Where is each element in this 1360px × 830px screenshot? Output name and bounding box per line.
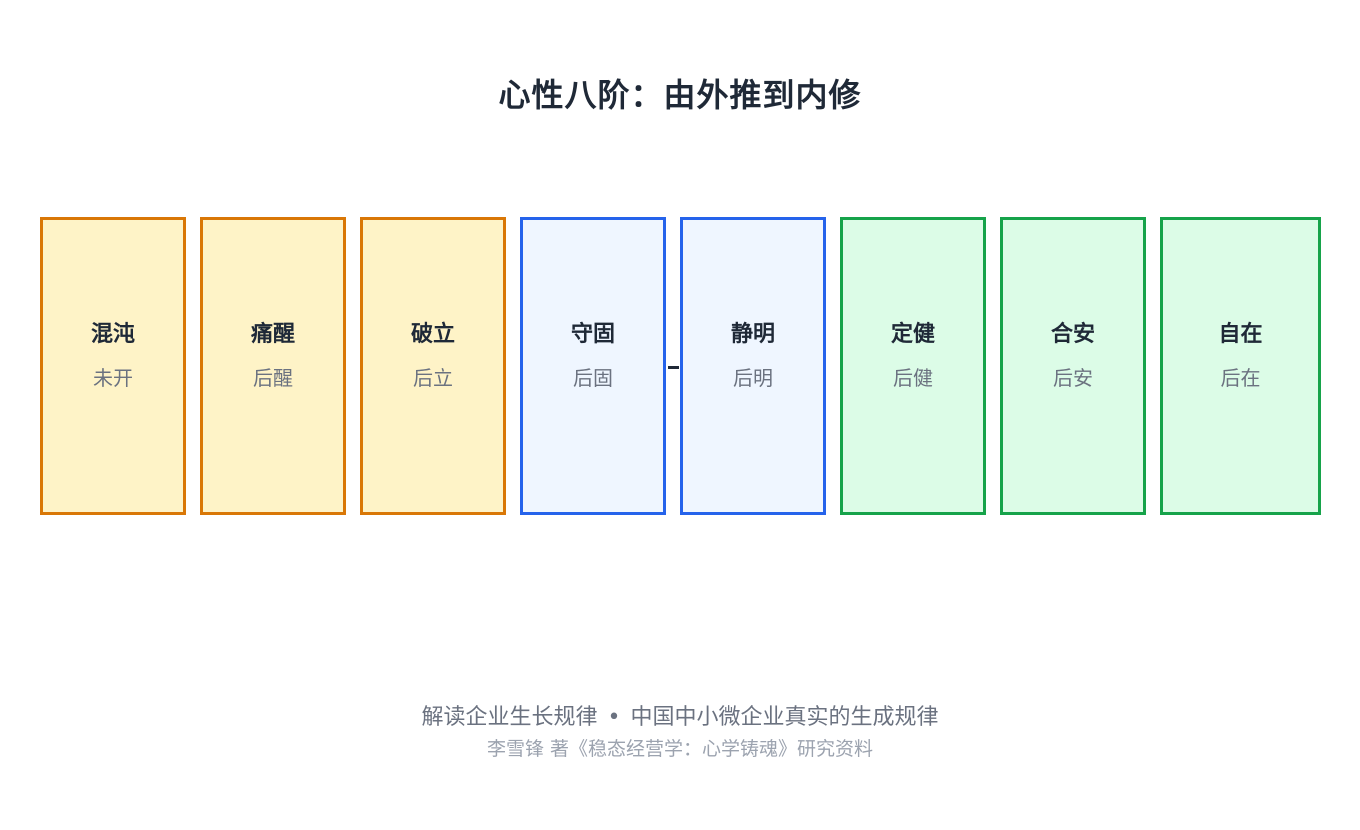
footer-tagline-left: 解读企业生长规律 [421, 705, 598, 730]
stage-box-6: 定健 后健 [840, 217, 986, 515]
stage-box-4: 守固 后固 [520, 217, 666, 515]
stage-subtitle: 后明 [733, 366, 773, 390]
stage-name: 定健 [890, 322, 935, 347]
stage-name: 静明 [730, 322, 775, 347]
stage-name: 破立 [410, 322, 455, 347]
stage-name: 自在 [1218, 322, 1263, 347]
footer-credit: 李雪锋 著《稳态经营学：心学铸魂》研究资料 [486, 738, 874, 760]
stage-name: 混沌 [90, 322, 135, 347]
stage-box-7: 合安 后安 [1000, 217, 1146, 515]
stage-box-8: 自在 后在 [1160, 217, 1321, 515]
stage-subtitle: 后安 [1053, 366, 1093, 390]
stage-box-2: 痛醒 后醒 [200, 217, 346, 515]
stage-name: 守固 [570, 322, 615, 347]
stage-subtitle: 后醒 [253, 366, 293, 390]
connector-line [668, 366, 679, 369]
separator-dot: • [607, 705, 621, 730]
stage-box-3: 破立 后立 [360, 217, 506, 515]
stage-subtitle: 后立 [413, 366, 453, 390]
diagram-title: 心性八阶：由外推到内修 [498, 76, 862, 114]
stage-subtitle: 后健 [893, 366, 933, 390]
footer-tagline: 解读企业生长规律 • 中国中小微企业真实的生成规律 [0, 699, 1360, 731]
stage-subtitle: 未开 [93, 366, 133, 390]
stage-subtitle: 后在 [1220, 366, 1261, 390]
stage-subtitle: 后固 [573, 366, 613, 390]
stage-name: 痛醒 [250, 322, 295, 347]
footer-tagline-right: 中国中小微企业真实的生成规律 [630, 705, 939, 730]
stage-box-1: 混沌 未开 [40, 217, 186, 515]
stage-name: 合安 [1050, 322, 1095, 347]
stage-box-5: 静明 后明 [680, 217, 826, 515]
